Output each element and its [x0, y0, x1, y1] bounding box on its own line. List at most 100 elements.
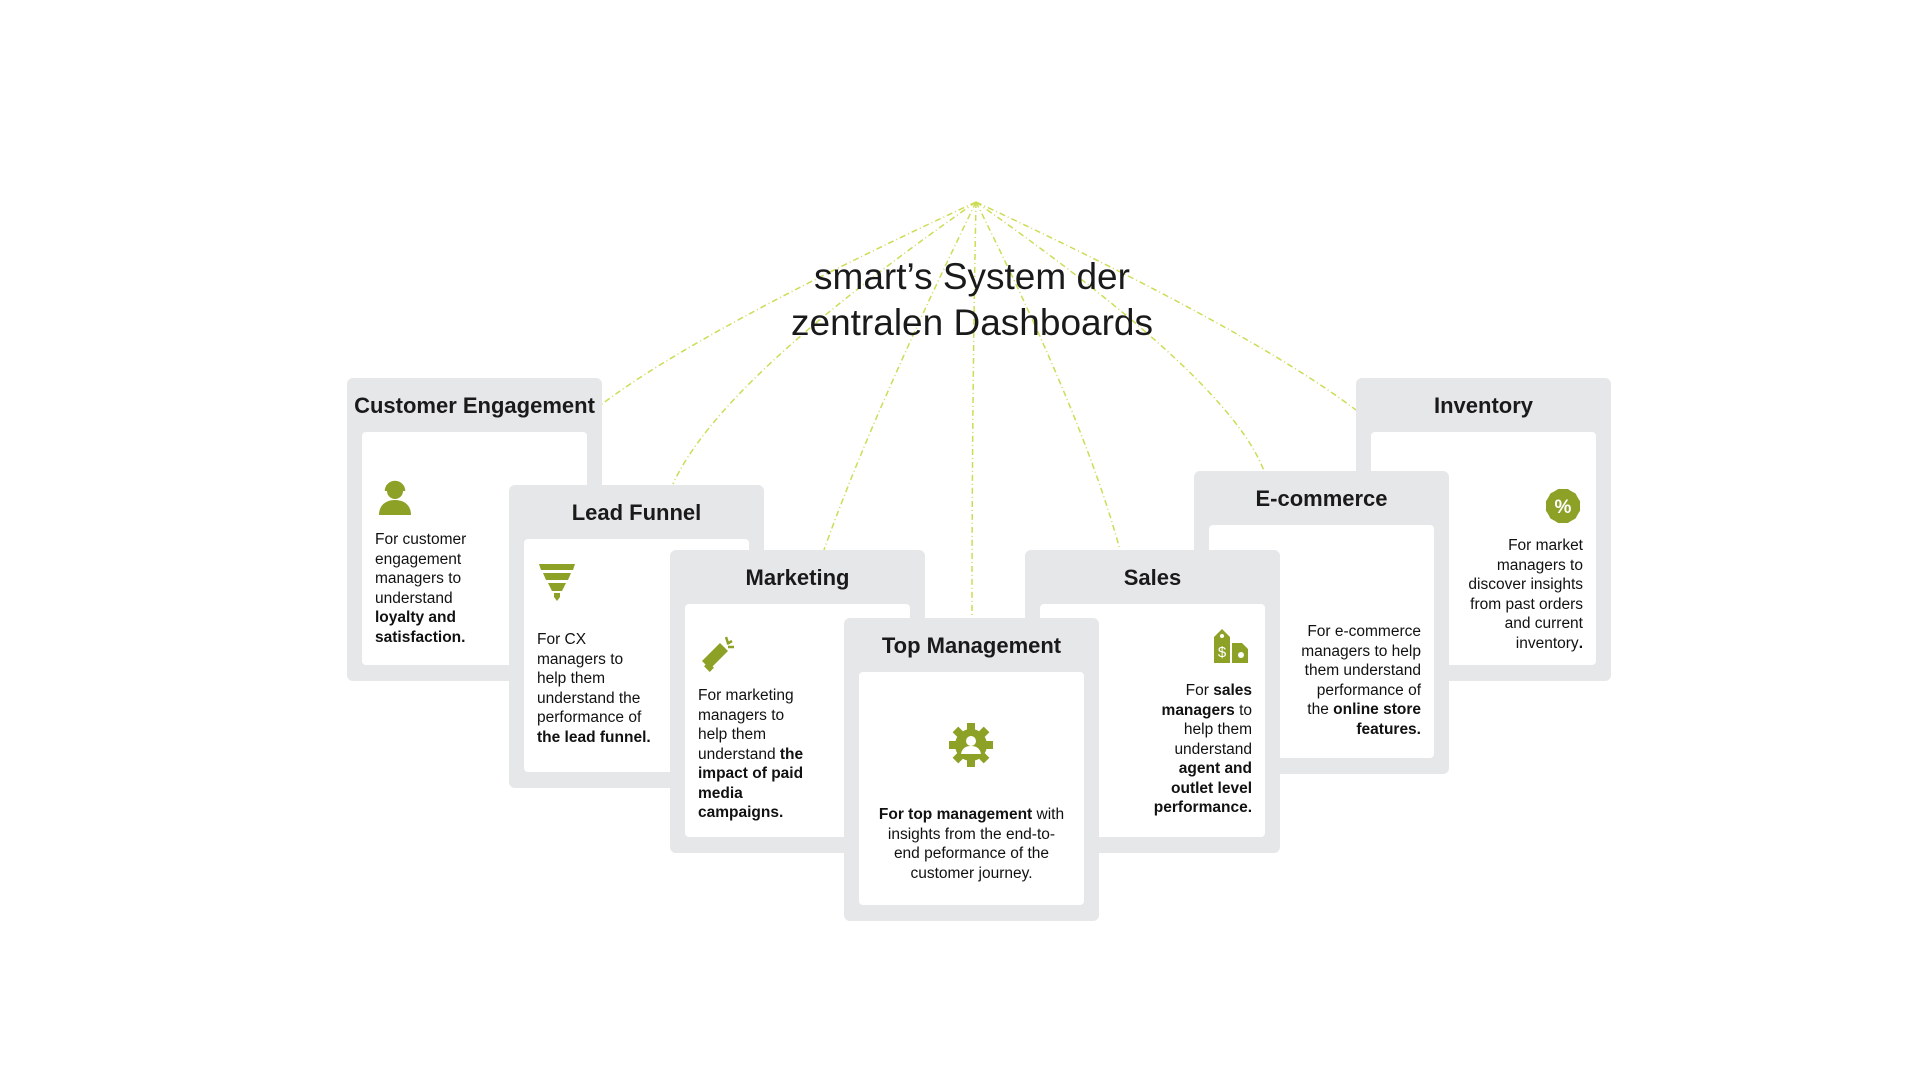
emphasis-text: agent and — [1178, 760, 1252, 777]
text-segment: them understand — [1304, 662, 1421, 679]
text-segment: understand — [698, 745, 780, 763]
description-line: inventory. — [1384, 634, 1583, 654]
emphasis-text: satisfaction. — [375, 628, 466, 646]
text-segment: understand — [375, 589, 453, 607]
percent-badge-icon: % — [1543, 486, 1583, 526]
description-line: performance of — [537, 708, 736, 728]
page-title: smart’s System der zentralen Dashboards — [672, 254, 1272, 346]
description-line: managers to — [1053, 701, 1252, 721]
description-line: For marketing — [698, 686, 897, 706]
description-line: help them — [1053, 720, 1252, 740]
text-segment: with — [1032, 806, 1065, 823]
headset-user-icon — [375, 477, 415, 517]
emphasis-text: sales — [1213, 682, 1252, 699]
description-line: campaigns. — [698, 803, 897, 823]
text-segment: managers to — [537, 650, 624, 668]
description-line: managers to — [698, 706, 897, 726]
text-segment: managers to — [698, 706, 785, 724]
text-segment: performance of — [1316, 681, 1421, 699]
connector-line-marketing — [823, 201, 977, 551]
description-line: help them — [698, 725, 897, 745]
description-line: help them — [537, 669, 736, 689]
text-segment: For — [1185, 682, 1214, 699]
emphasis-text: campaigns. — [698, 804, 784, 821]
connector-line-lead-funnel — [672, 201, 977, 485]
text-segment: the — [1307, 701, 1334, 718]
text-segment: performance of — [537, 709, 642, 726]
description-line: engagement — [375, 550, 574, 570]
description-line: performance of — [1222, 681, 1421, 701]
text-segment: help them — [698, 726, 767, 743]
card-description: For market managers to discover insights fr… — [1384, 536, 1583, 653]
description-line: managers to — [375, 569, 574, 589]
connector-line-e-commerce — [975, 201, 1265, 472]
emphasis-text: . — [1578, 634, 1583, 652]
text-segment: understand the — [537, 689, 641, 707]
description-line: For CX — [537, 630, 736, 650]
connector-line-top-management — [971, 201, 977, 619]
description-line: outlet level — [1053, 779, 1252, 799]
description-line: managers to — [537, 650, 736, 670]
description-line: understand the — [537, 689, 736, 709]
emphasis-text: online store — [1333, 701, 1421, 718]
description-line: the online store — [1222, 700, 1421, 720]
description-line: For customer — [375, 530, 574, 550]
description-line: understand — [375, 589, 574, 609]
svg-text:$: $ — [1218, 644, 1227, 661]
card-title: Top Management — [881, 633, 1062, 658]
price-tag-store-icon: $ — [1212, 625, 1252, 665]
description-line: For e-commerce — [1222, 622, 1421, 642]
title-line-1: smart’s System der — [814, 256, 1130, 297]
gear-user-icon — [947, 721, 995, 769]
description-line: discover insights — [1384, 575, 1583, 595]
emphasis-text: the — [779, 745, 804, 763]
description-line: them understand — [1222, 661, 1421, 681]
text-segment: For e-commerce — [1307, 623, 1421, 640]
text-segment: and current — [1504, 615, 1583, 632]
text-segment: engagement — [375, 550, 462, 568]
description-line: understand — [1053, 740, 1252, 760]
text-segment: For market — [1508, 537, 1583, 554]
svg-text:%: % — [1555, 497, 1572, 518]
card-title: Inventory — [1433, 393, 1534, 418]
description-line: from past orders — [1384, 595, 1583, 615]
description-line: end peformance of the — [872, 844, 1071, 864]
card-title: Marketing — [745, 565, 850, 590]
description-line: media — [698, 784, 897, 804]
emphasis-text: loyalty and — [375, 609, 456, 626]
description-line: features. — [1222, 720, 1421, 740]
text-segment: inventory — [1515, 634, 1579, 652]
description-line: performance. — [1053, 798, 1252, 818]
card-title: Customer Engagement — [354, 393, 595, 418]
emphasis-text: media — [698, 784, 743, 802]
connector-line-sales — [975, 201, 1121, 551]
text-segment: managers to — [1496, 556, 1583, 574]
description-line: insights from the end-to- — [872, 825, 1071, 845]
text-segment: end peformance of the — [893, 845, 1050, 862]
description-line: managers to help — [1222, 642, 1421, 662]
text-segment: to — [1234, 701, 1252, 719]
description-line: loyalty and — [375, 608, 574, 628]
text-segment: from past orders — [1470, 595, 1583, 613]
emphasis-text: performance. — [1153, 799, 1252, 816]
emphasis-text: features. — [1356, 720, 1421, 738]
text-segment: understand — [1174, 740, 1252, 758]
emphasis-text: outlet level — [1171, 779, 1252, 797]
card-title: Sales — [1123, 565, 1182, 590]
description-line: For top management with — [872, 805, 1071, 825]
text-segment: For CX — [537, 631, 587, 648]
card-title: Lead Funnel — [571, 500, 702, 525]
description-line: understand the — [698, 745, 897, 765]
funnel-icon — [537, 562, 577, 602]
card-title: E-commerce — [1255, 486, 1388, 511]
emphasis-text: For top management — [878, 806, 1033, 823]
description-line: and current — [1384, 614, 1583, 634]
text-segment: For customer — [375, 531, 467, 548]
text-segment: discover insights — [1468, 576, 1583, 593]
text-segment: insights from the end-to- — [887, 825, 1056, 843]
